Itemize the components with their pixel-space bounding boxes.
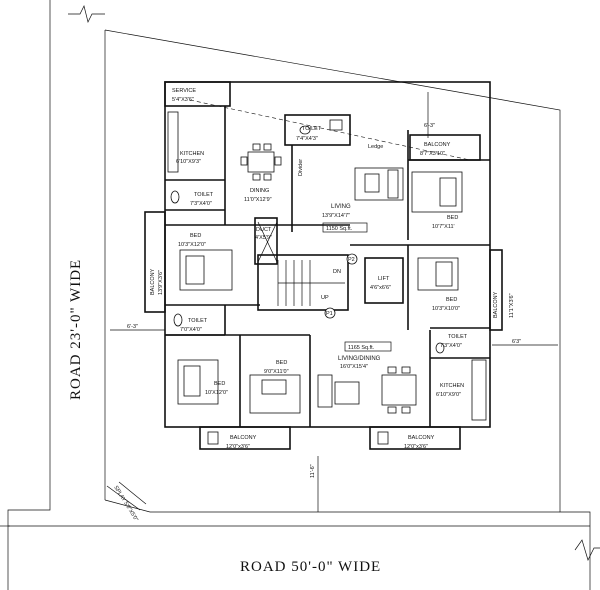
lift-label: LIFT [378, 276, 390, 282]
service-dim: 5'4"X3'6" [172, 97, 194, 103]
up-label: UP [321, 295, 329, 301]
balcony-l-label: BALCONY [150, 268, 156, 295]
kitchen-a-label: KITCHEN [180, 151, 204, 157]
balcony-br-dim: 12'0"x3'6" [404, 444, 428, 450]
balcony-tr-label: BALCONY [424, 142, 451, 148]
bed-r-dim: 10'3"X10'0" [432, 306, 460, 312]
dining-label: DINING [250, 188, 269, 194]
area-a-label: 1150 Sq.ft. [326, 226, 353, 232]
splay-label: SPLAY 5'0"X5'0" [112, 485, 139, 523]
toilet-a-dim: 7'3"X4'0" [190, 201, 212, 207]
balcony-r-label: BALCONY [493, 291, 499, 318]
balcony-r-dim: 11'1"X3'6" [509, 293, 515, 318]
bottom-road-label: ROAD 50'-0" WIDE [240, 559, 381, 575]
living-dining-dim: 16'0"X15'4" [340, 364, 368, 370]
p2-label: P2 [348, 257, 355, 263]
bed-tr-dim: 10'7"X11' [432, 224, 455, 230]
bed-c-dim: 9'0"X11'0" [264, 369, 289, 375]
bed-c-label: BED [276, 360, 287, 366]
ledge-label: Ledge [368, 144, 383, 150]
staircase [257, 221, 345, 306]
bed-bl-label: BED [214, 381, 225, 387]
living-label: LIVING [331, 204, 351, 210]
toilet-a-label: TOILET [194, 192, 214, 198]
bed-r-label: BED [446, 297, 457, 303]
kitchen-a-dim: 6'10"X9'3" [176, 159, 201, 165]
setback-bottom-label: 11'-6" [310, 464, 316, 478]
toilet-r2-dim: 7'3"X4'0" [440, 343, 462, 349]
bed-bl-dim: 10'X12'0" [205, 390, 228, 396]
toilet-top-label: TOILET [302, 126, 322, 132]
furniture [167, 111, 487, 445]
service-label: SERVICE [172, 88, 196, 94]
bed-l-label: BED [190, 233, 201, 239]
setback-top-right-label: 6'-3" [424, 123, 435, 129]
setback-left-label: 6'-3" [127, 324, 138, 330]
lift-dim: 4'6"x6'6" [370, 285, 391, 291]
toilet-top-dim: 7'4"X4'3" [296, 136, 318, 142]
toilet-l2-dim: 7'0"X4'0" [180, 327, 202, 333]
p1-label: P1 [326, 311, 333, 317]
living-dining-label: LIVING/DINING [338, 356, 381, 362]
dn-label: DN [333, 269, 341, 275]
toilet-r2-label: TOILET [448, 334, 468, 340]
area-b-label: 1165 Sq.ft. [348, 345, 375, 351]
bed-l-dim: 10'3"X12'0" [178, 242, 206, 248]
duct-dim: 4'X5'9" [255, 235, 272, 241]
balconies [144, 134, 503, 450]
living-dim: 13'9"X14'7" [322, 213, 350, 219]
duct-label: DUCT [256, 227, 272, 233]
bed-tr-label: BED [447, 215, 458, 221]
divider-label: Divider [298, 159, 304, 176]
kitchen-b-dim: 6'10"X9'0" [436, 392, 461, 398]
setback-right-label: 6'3" [512, 339, 521, 345]
left-road-label: ROAD 23'-0" WIDE [68, 259, 84, 400]
balcony-l-dim: 13'9"X3'6" [158, 270, 164, 295]
balcony-bl-dim: 12'0"x3'6" [226, 444, 250, 450]
dining-dim: 11'0"X12'9" [244, 197, 272, 203]
room-labels: SERVICE 5'4"X3'6" KITCHEN 6'10"X9'3" TOI… [150, 88, 515, 450]
balcony-bl-label: BALCONY [230, 435, 257, 441]
toilet-l2-label: TOILET [188, 318, 208, 324]
balcony-tr-dim: 8'7"X3'10" [420, 151, 445, 157]
balcony-br-label: BALCONY [408, 435, 435, 441]
kitchen-b-label: KITCHEN [440, 383, 464, 389]
